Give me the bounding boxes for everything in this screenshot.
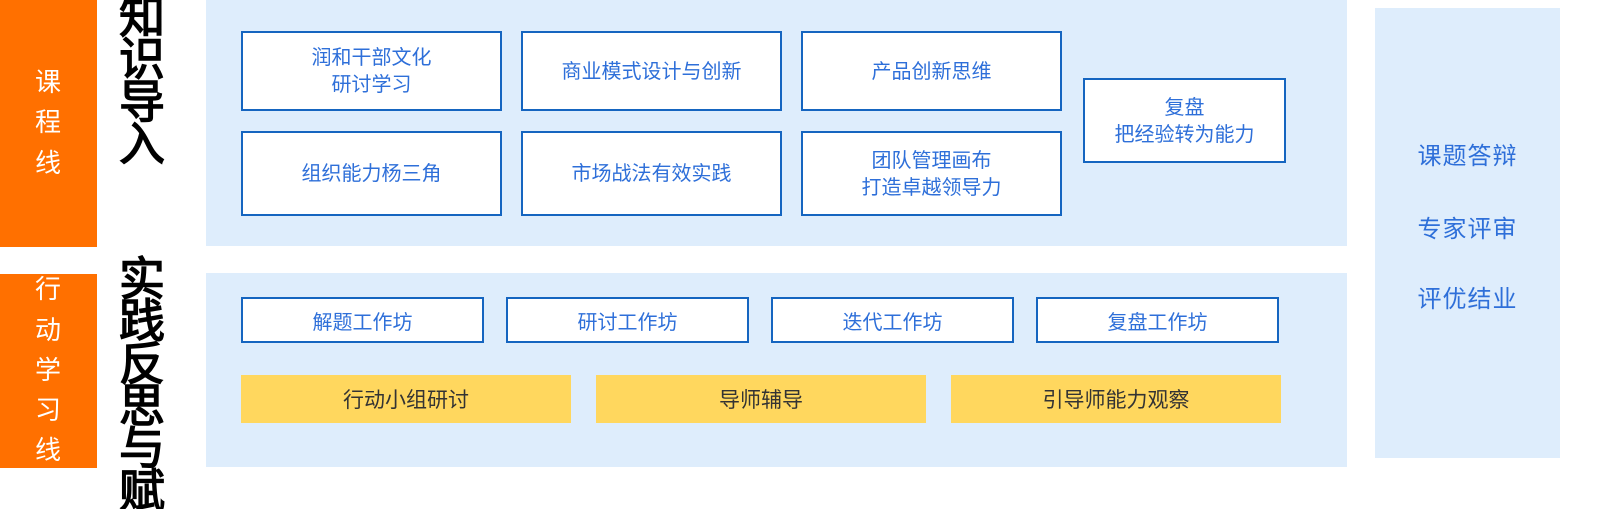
track-label-course-char-2: 线 — [34, 148, 62, 179]
course-box-line2: 研讨学习 — [331, 72, 412, 96]
track-label-course-char-0: 课 — [34, 68, 62, 99]
activity-bar-label: 导师辅导 — [719, 388, 803, 412]
workshop-box-problem-solving[interactable]: 解题工作坊 — [241, 297, 484, 343]
assessment-item-expert-review[interactable]: 专家评审 — [1417, 215, 1518, 243]
workshop-box-label: 研讨工作坊 — [577, 309, 678, 334]
track-label-action-char-2: 学 — [34, 355, 62, 386]
course-box-line2: 把经验转为能力 — [1114, 121, 1255, 146]
course-box-runhe-cadre-culture[interactable]: 润和干部文化 研讨学习 — [241, 31, 502, 111]
track-label-action-char-4: 线 — [34, 436, 62, 467]
course-box-review-fupan[interactable]: 复盘 把经验转为能力 — [1083, 78, 1286, 163]
activity-bar-label: 引导师能力观察 — [1042, 388, 1190, 412]
course-box-line1: 市场战法有效实践 — [571, 161, 732, 185]
track-label-action-char-3: 习 — [34, 396, 62, 427]
track-label-course-char-1: 程 — [34, 108, 62, 139]
assessment-item-topic-defense[interactable]: 课题答辩 — [1417, 142, 1518, 170]
course-box-line2: 打造卓越领导力 — [861, 174, 1002, 199]
course-box-business-model-design[interactable]: 商业模式设计与创新 — [521, 31, 782, 111]
panel-assessment — [1375, 8, 1560, 458]
activity-bar-label: 行动小组研讨 — [343, 388, 469, 412]
stage-label-knowledge-input: 知识导入 — [119, 0, 165, 171]
course-box-team-management-canvas[interactable]: 团队管理画布 打造卓越领导力 — [801, 131, 1062, 216]
workshop-box-label: 复盘工作坊 — [1107, 309, 1208, 334]
track-label-action-char-0: 行 — [34, 275, 62, 306]
assessment-item-excellence-graduation[interactable]: 评优结业 — [1417, 285, 1518, 313]
workshop-box-label: 迭代工作坊 — [842, 309, 943, 334]
workshop-box-review[interactable]: 复盘工作坊 — [1036, 297, 1279, 343]
course-box-line1: 润和干部文化 — [311, 45, 432, 69]
stage-label-practice-reflection: 实践反思与赋能 — [119, 252, 165, 509]
workshop-box-discussion[interactable]: 研讨工作坊 — [506, 297, 749, 343]
course-box-line1: 组织能力杨三角 — [301, 161, 442, 185]
workshop-box-label: 解题工作坊 — [312, 309, 413, 334]
course-box-line1: 复盘 — [1164, 94, 1205, 119]
activity-bar-mentor-coaching[interactable]: 导师辅导 — [596, 375, 926, 423]
course-box-market-tactics-practice[interactable]: 市场战法有效实践 — [521, 131, 782, 216]
workshop-box-iteration[interactable]: 迭代工作坊 — [771, 297, 1014, 343]
track-label-action-char-1: 动 — [34, 315, 62, 346]
course-box-line1: 商业模式设计与创新 — [561, 58, 742, 83]
course-box-org-capability-yang-triangle[interactable]: 组织能力杨三角 — [241, 131, 502, 216]
track-label-course: 课 程 线 — [0, 0, 97, 247]
course-box-line1: 团队管理画布 — [871, 147, 992, 172]
activity-bar-action-group-discussion[interactable]: 行动小组研讨 — [241, 375, 571, 423]
course-box-line1: 产品创新思维 — [871, 58, 992, 83]
course-box-product-innovation-thinking[interactable]: 产品创新思维 — [801, 31, 1062, 111]
track-label-action-learning: 行 动 学 习 线 — [0, 274, 97, 468]
activity-bar-facilitator-observation[interactable]: 引导师能力观察 — [951, 375, 1281, 423]
